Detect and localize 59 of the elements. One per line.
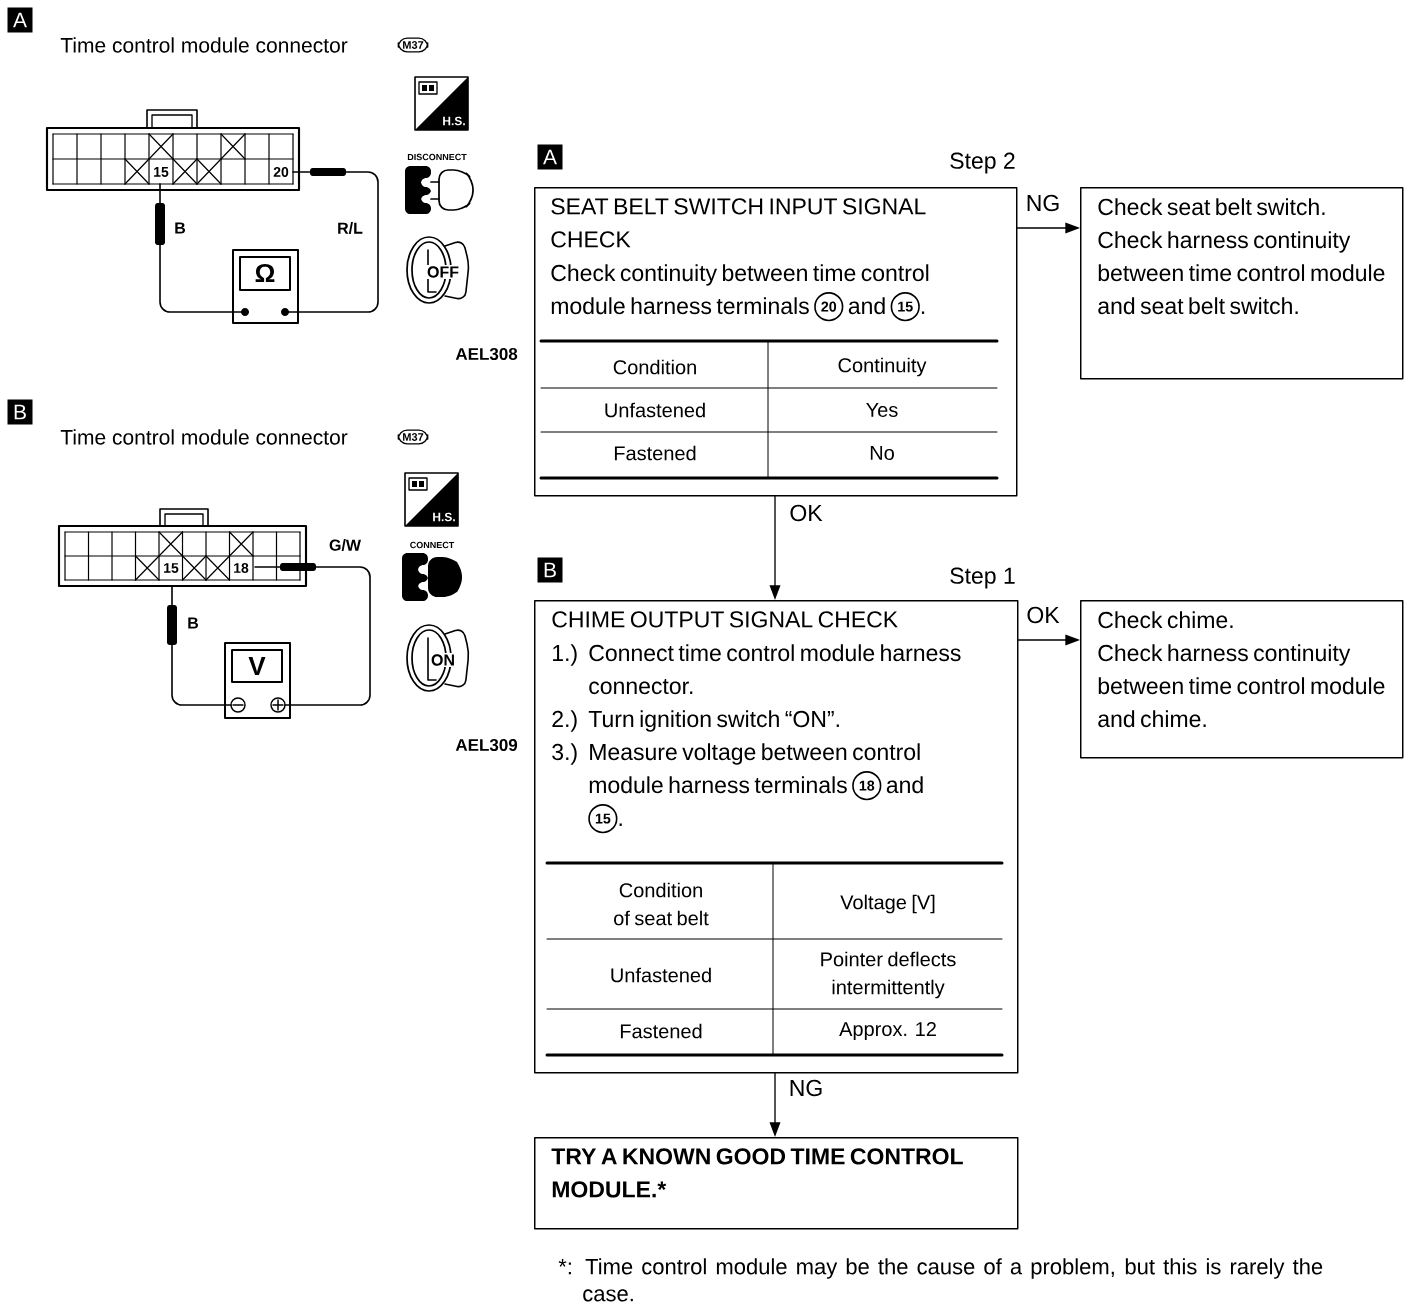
box-text: Check seat belt switch. <box>1098 198 1325 216</box>
key-label: OFF <box>425 265 461 279</box>
wire-color-label: R/L <box>338 222 363 234</box>
step-label: Step 2 <box>950 152 1015 174</box>
wire-color-label: B <box>175 222 186 234</box>
table-cell: Yes <box>866 403 898 417</box>
connector-id-tag: M37 <box>397 429 429 445</box>
table-cell: Unfastened <box>611 967 711 983</box>
edge-label: NG <box>1024 193 1062 213</box>
table-cell: Continuity <box>838 357 927 377</box>
icon-caption: CONNECT <box>410 541 455 549</box>
icon-caption: DISCONNECT <box>407 153 467 161</box>
section-badge: A <box>7 7 33 33</box>
box-text: Check continuity between time control module harness terminals $^{20}$ and $^{15}$. <box>551 264 929 322</box>
box-text: Check harness continuity between time control module and seat belt switch. <box>1098 231 1385 315</box>
meter-symbol: V <box>248 657 266 675</box>
key-label: ON <box>429 653 457 667</box>
box-text: TRY A KNOWN GOOD TIME CONTROL MODULE.* <box>551 1148 963 1198</box>
meter-symbol: Ω <box>255 263 275 283</box>
icon-label: H.S. <box>433 512 455 522</box>
edge-label: NG <box>787 1078 825 1098</box>
table-cell: No <box>870 446 894 460</box>
wire-color-label: G/W <box>329 539 361 551</box>
step-text: Connect time control module harness connector. <box>589 644 961 695</box>
section-badge: A <box>537 144 563 170</box>
step-number: 2.) <box>552 710 577 732</box>
section-badge: B <box>537 557 563 583</box>
figure-code: AEL308 <box>455 347 518 360</box>
step-text: Turn ignition switch “ON”. <box>588 710 839 732</box>
figure-title: Time control module connector <box>60 429 348 445</box>
step-text: Measure voltage between control module harness terminals $^{18}$ and $^{15}$. <box>588 743 923 834</box>
box-text: Check harness continuity between time control module and chime. <box>1098 644 1385 728</box>
table-cell: Pointer deflects intermittently <box>821 951 956 999</box>
table-cell: Voltage [V] <box>840 894 935 914</box>
footnote: *: Time control module may be the cause of a problem, but this is rarely the case. <box>558 1258 1323 1302</box>
table-cell: Condition <box>613 359 696 375</box>
table-cell: Approx. 12 <box>839 1021 936 1041</box>
figure-title: Time control module connector <box>60 37 348 53</box>
connector-id-tag: M37 <box>397 37 429 53</box>
pin-number: 15 <box>161 563 181 573</box>
table-cell: Unfastened <box>605 402 705 418</box>
pin-number: 18 <box>231 563 251 573</box>
icon-label: H.S. <box>443 116 465 126</box>
edge-label: OK <box>788 503 824 523</box>
box-heading: SEAT BELT SWITCH INPUT SIGNAL CHECK <box>551 198 926 248</box>
box-heading: CHIME OUTPUT SIGNAL CHECK <box>552 611 898 628</box>
step-number: 1.) <box>553 644 577 666</box>
figure-code: AEL309 <box>455 738 518 752</box>
step-number: 3.) <box>552 743 577 765</box>
table-cell: Fastened <box>614 445 696 461</box>
table-cell: Fastened <box>620 1023 702 1039</box>
wire-color-label: B <box>188 617 199 629</box>
edge-label: OK <box>1025 605 1061 625</box>
step-label: Step 1 <box>950 567 1015 589</box>
box-text: Check chime. <box>1098 611 1233 629</box>
section-badge: B <box>7 399 33 425</box>
pin-number: 20 <box>271 167 291 177</box>
table-cell: Condition of seat belt <box>614 882 709 926</box>
pin-number: 15 <box>151 167 171 177</box>
